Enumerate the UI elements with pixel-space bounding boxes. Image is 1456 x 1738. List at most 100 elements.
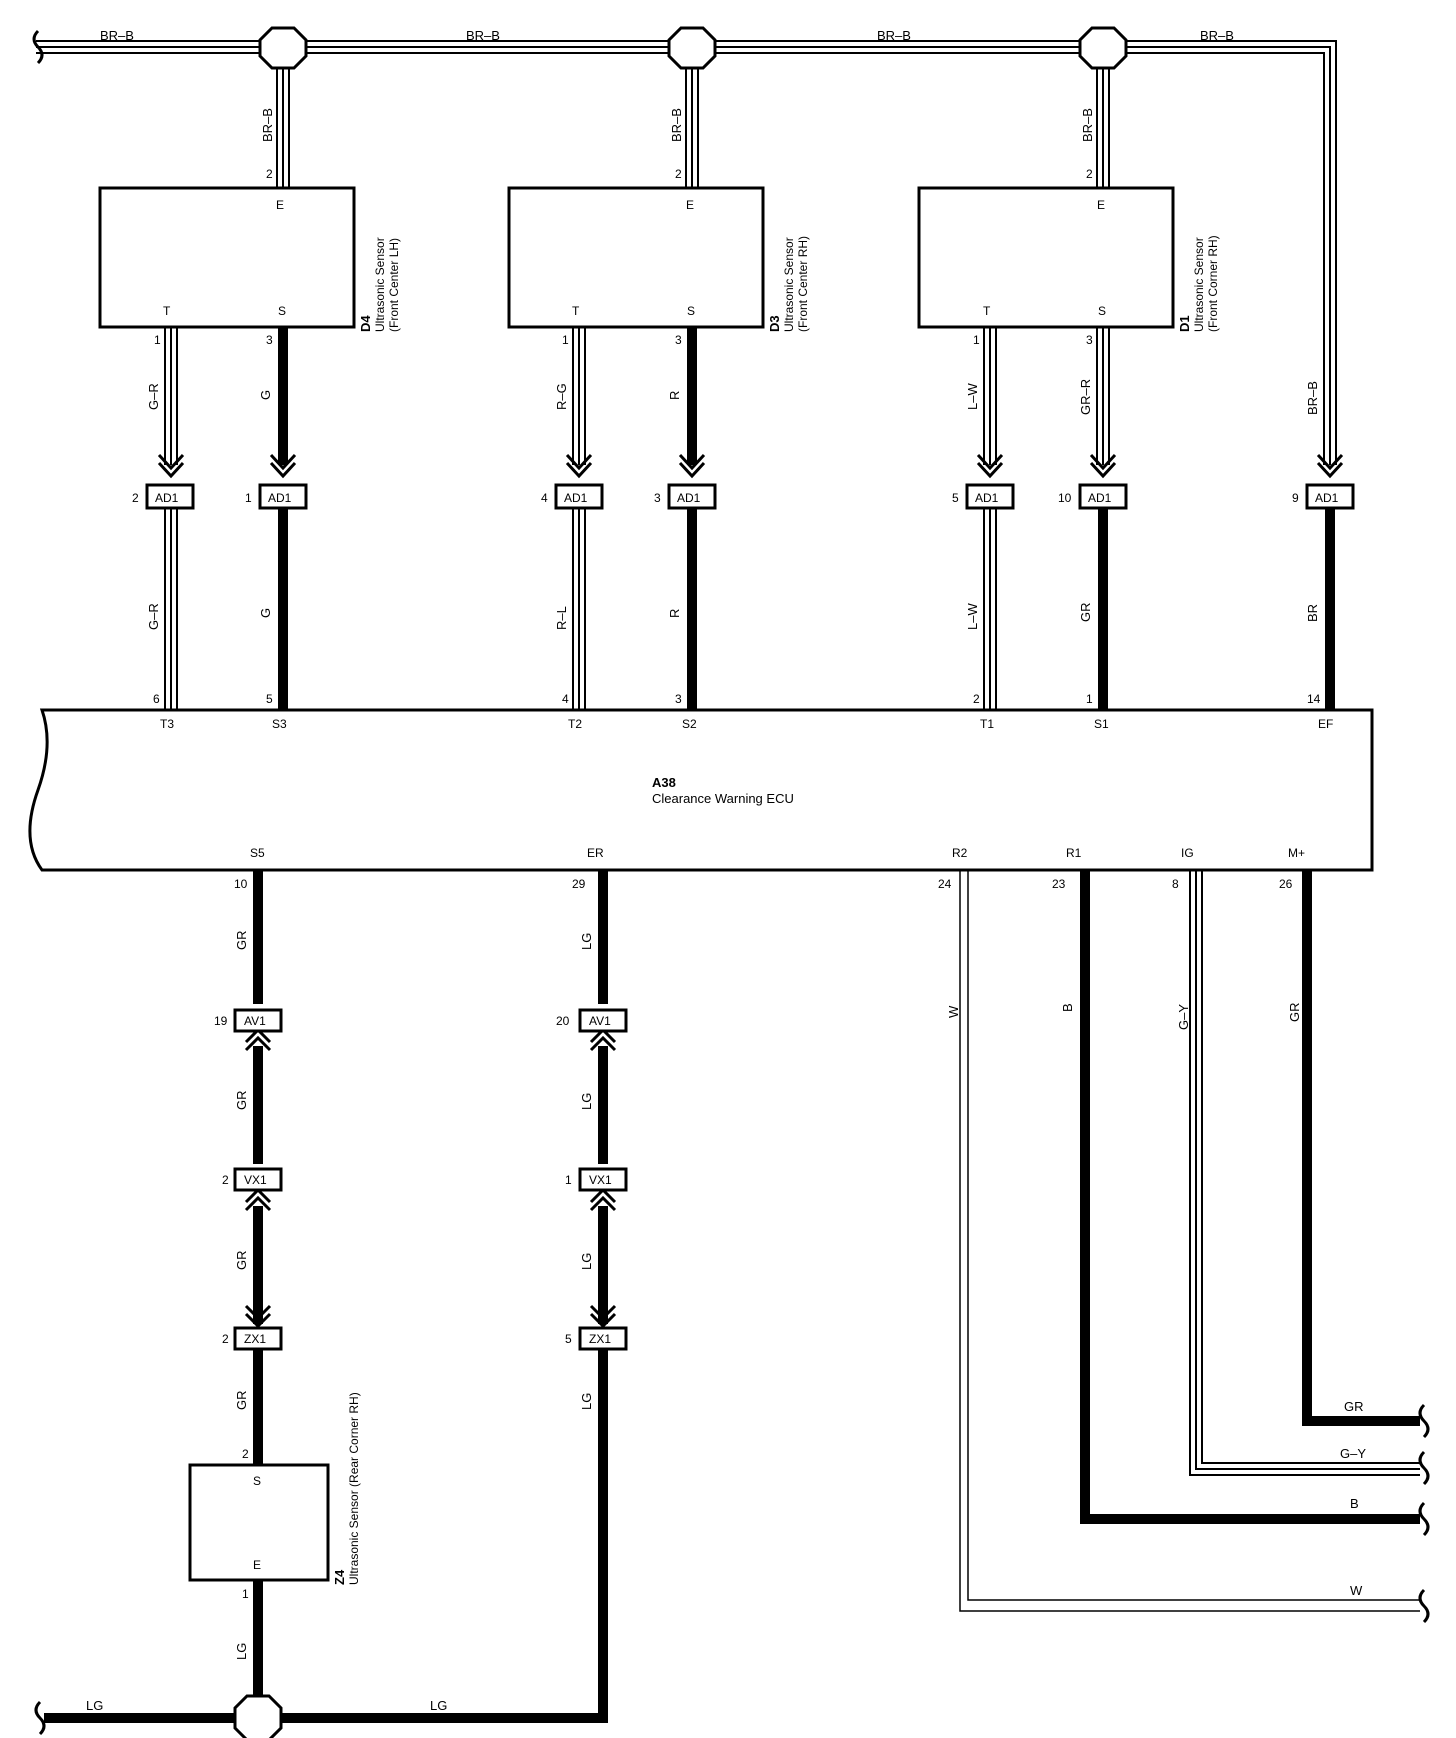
drop-label-d1: BR–B [1080, 108, 1095, 142]
d3-s-terminal: S [687, 304, 695, 318]
ecu-pin-r1: 23 [1052, 877, 1066, 891]
sensor-d4: 2 E T S D4 Ultrasonic Sensor (Front Cent… [98, 167, 401, 332]
ad1-label-2: AD1 [268, 491, 292, 505]
d4-s-pin: 3 [266, 333, 273, 347]
d4-t-terminal: T [163, 304, 171, 318]
d1-t-terminal: T [983, 304, 991, 318]
ecu-term-t1: T1 [980, 717, 994, 731]
ecu-term-ig: IG [1181, 846, 1194, 860]
r1-color-horizontal: B [1350, 1496, 1359, 1511]
ecu-term-r1: R1 [1066, 846, 1082, 860]
right-wires [959, 870, 1420, 1612]
ecu-pin-s5: 10 [234, 877, 248, 891]
ad1-pin-7: 9 [1292, 491, 1299, 505]
zx1-pin-er: 5 [565, 1332, 572, 1346]
lower-color-t3: G–R [146, 603, 161, 630]
ecu-term-s2: S2 [682, 717, 697, 731]
vx1-pin-s5: 2 [222, 1173, 229, 1187]
upper-color-5: L–W [965, 383, 980, 410]
upper-color-1: G–R [146, 383, 161, 410]
d4-location: (Front Center LH) [387, 238, 401, 332]
d3-location: (Front Center RH) [796, 236, 810, 332]
drop-label-d3: BR–B [669, 108, 684, 142]
r2-color-horizontal: W [1350, 1583, 1363, 1598]
d1-name: Ultrasonic Sensor [1192, 237, 1206, 332]
vx1-label-s5: VX1 [244, 1173, 267, 1187]
lower-color-t2: R–L [554, 606, 569, 630]
ad1-label-4: AD1 [677, 491, 701, 505]
zx1-pin-s5: 2 [222, 1332, 229, 1346]
d3-t-terminal: T [572, 304, 580, 318]
ecu-pin-s1: 1 [1086, 692, 1093, 706]
ecu-pin-ig: 8 [1172, 877, 1179, 891]
ecu-pin-ef: 14 [1307, 692, 1321, 706]
z4-e-terminal: E [253, 1558, 261, 1572]
ecu-box [28, 708, 1374, 872]
ecu-id: A38 [652, 775, 676, 790]
ad1-label-3: AD1 [564, 491, 588, 505]
ad1-label-5: AD1 [975, 491, 999, 505]
bus-label-2: BR–B [466, 28, 500, 43]
lower-color-ef: BR [1305, 604, 1320, 622]
lower-color-s3: G [258, 608, 273, 618]
zx1-label-er: ZX1 [589, 1332, 611, 1346]
ecu-term-s1: S1 [1094, 717, 1109, 731]
av1-pin-s5: 19 [214, 1014, 228, 1028]
d1-s-terminal: S [1098, 304, 1106, 318]
lg-bus-break-left [34, 1700, 46, 1736]
z4-name: Ultrasonic Sensor (Rear Corner RH) [347, 1392, 361, 1585]
ad1-label-1: AD1 [155, 491, 179, 505]
lower-color-s1: GR [1078, 603, 1093, 623]
lg-bus-label-2: LG [430, 1698, 447, 1713]
lower-color-t1: L–W [965, 603, 980, 630]
ecu-pin-t1: 2 [973, 692, 980, 706]
bus-label-1: BR–B [100, 28, 134, 43]
ad1-label-7: AD1 [1315, 491, 1339, 505]
ad1-pin-1: 2 [132, 491, 139, 505]
ecu-term-t3: T3 [160, 717, 174, 731]
rear-chevrons [244, 1027, 617, 1329]
r1-color-vertical: B [1060, 1003, 1075, 1012]
av1-label-er: AV1 [589, 1014, 611, 1028]
sensor-d3: 2 E T S D3 Ultrasonic Sensor (Front Cent… [507, 167, 810, 332]
d1-location: (Front Corner RH) [1206, 235, 1220, 332]
d3-name: Ultrasonic Sensor [782, 237, 796, 332]
ad1-pin-6: 10 [1058, 491, 1072, 505]
s5-color-3: GR [234, 1251, 249, 1271]
s5-color-4: GR [234, 1391, 249, 1411]
ig-color-vertical: G–Y [1176, 1004, 1191, 1030]
av1-label-s5: AV1 [244, 1014, 266, 1028]
er-color-3: LG [579, 1253, 594, 1270]
d4-id: D4 [358, 315, 373, 332]
bus-break-left [32, 29, 44, 65]
upper-color-7: BR–B [1305, 381, 1320, 415]
junction-3 [1078, 26, 1128, 70]
d3-e-terminal: E [686, 198, 694, 212]
s5-color-2: GR [234, 1091, 249, 1111]
m-plus-color-vertical: GR [1287, 1003, 1302, 1023]
ecu-term-s5: S5 [250, 846, 265, 860]
d1-t-pin: 1 [973, 333, 980, 347]
ecu-pin-r2: 24 [938, 877, 952, 891]
ig-color-horizontal: G–Y [1340, 1446, 1366, 1461]
ground-bus [36, 40, 1337, 465]
ecu-pin-s3: 5 [266, 692, 273, 706]
d4-e-terminal: E [276, 198, 284, 212]
z4-id: Z4 [332, 1569, 347, 1585]
vx1-pin-er: 1 [565, 1173, 572, 1187]
drop-label-d4: BR–B [260, 108, 275, 142]
upper-color-2: G [258, 390, 273, 400]
ecu-term-m-plus: M+ [1288, 846, 1305, 860]
rear-connectors [233, 1008, 628, 1351]
rear-wires [44, 870, 608, 1723]
d3-s-pin: 3 [675, 333, 682, 347]
r2-color-vertical: W [946, 1005, 961, 1018]
ecu-term-er: ER [587, 846, 604, 860]
ad1-pin-3: 4 [541, 491, 548, 505]
junction-2 [667, 26, 717, 70]
right-wire-breaks [1418, 1403, 1430, 1624]
upper-color-6: GR–R [1078, 379, 1093, 415]
m-plus-color-horizontal: GR [1344, 1399, 1364, 1414]
d4-name: Ultrasonic Sensor [373, 237, 387, 332]
z4-s-terminal: S [253, 1474, 261, 1488]
